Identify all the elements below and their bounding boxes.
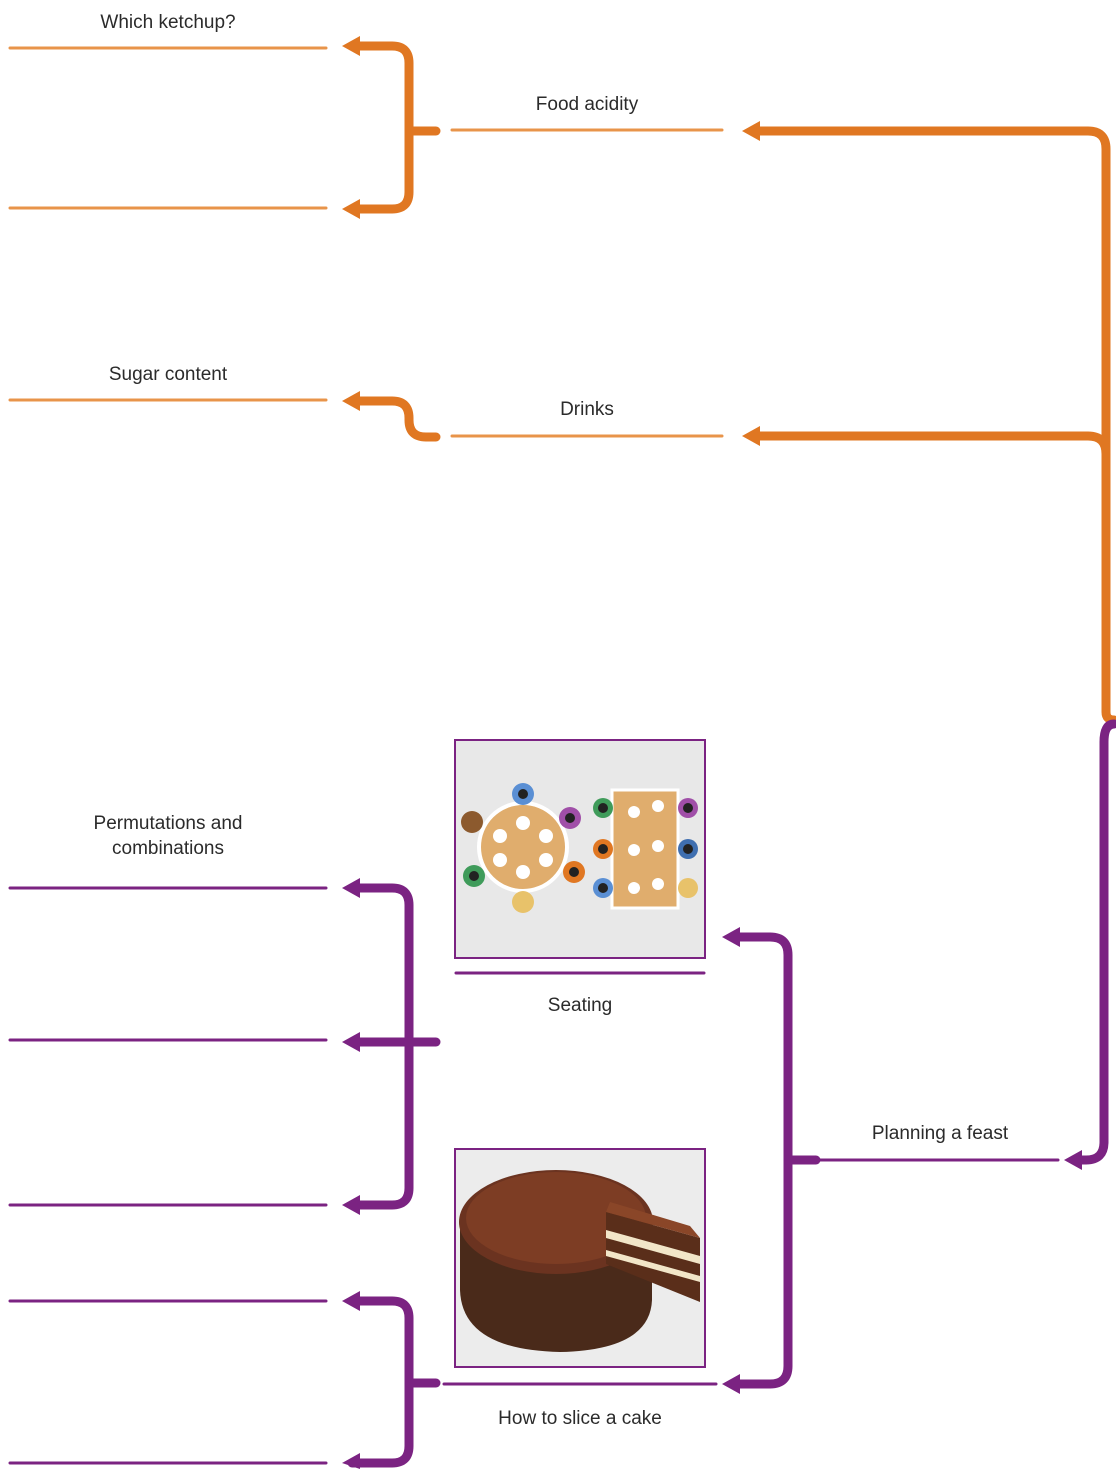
food-acidity-label: Food acidity (535, 94, 639, 115)
arrowhead (342, 199, 360, 219)
permutations-label: Permutations and combinations (10, 811, 326, 861)
drinks-label: Drinks (560, 399, 614, 420)
round-table-icon (461, 783, 585, 913)
arrowhead (342, 1195, 360, 1215)
how-to-slice-a-cake-label: How to slice a cake (498, 1408, 662, 1429)
cake-brace (347, 1296, 414, 1468)
sugar-content-label: Sugar content (108, 364, 228, 385)
orange-trunk (747, 126, 1116, 725)
permutations-label-line2: combinations (112, 838, 224, 859)
arrowhead (342, 1032, 360, 1052)
arrowhead (722, 1374, 740, 1394)
arrowhead (342, 878, 360, 898)
planning-a-feast-label: Planning a feast (871, 1123, 1009, 1144)
drinks-connector (347, 396, 441, 442)
arrowhead (342, 1453, 360, 1469)
rect-table-icon (593, 788, 698, 910)
feast-brace (731, 932, 793, 1389)
seating-image (454, 739, 706, 959)
arrowhead (342, 391, 360, 411)
purple-branch (8, 719, 1116, 1469)
orange-branch (8, 36, 1116, 725)
arrowhead (1064, 1150, 1082, 1170)
cake-image (454, 1148, 706, 1368)
seating-label: Seating (547, 995, 613, 1016)
arrowhead (342, 1291, 360, 1311)
arrowhead (742, 426, 760, 446)
food-acidity-brace (347, 41, 414, 214)
purple-trunk (1073, 719, 1116, 1165)
arrowhead (342, 36, 360, 56)
arrowhead (722, 927, 740, 947)
arrowhead (742, 121, 760, 141)
which-ketchup-label: Which ketchup? (100, 12, 236, 33)
permutations-label-line1: Permutations and (93, 813, 243, 834)
